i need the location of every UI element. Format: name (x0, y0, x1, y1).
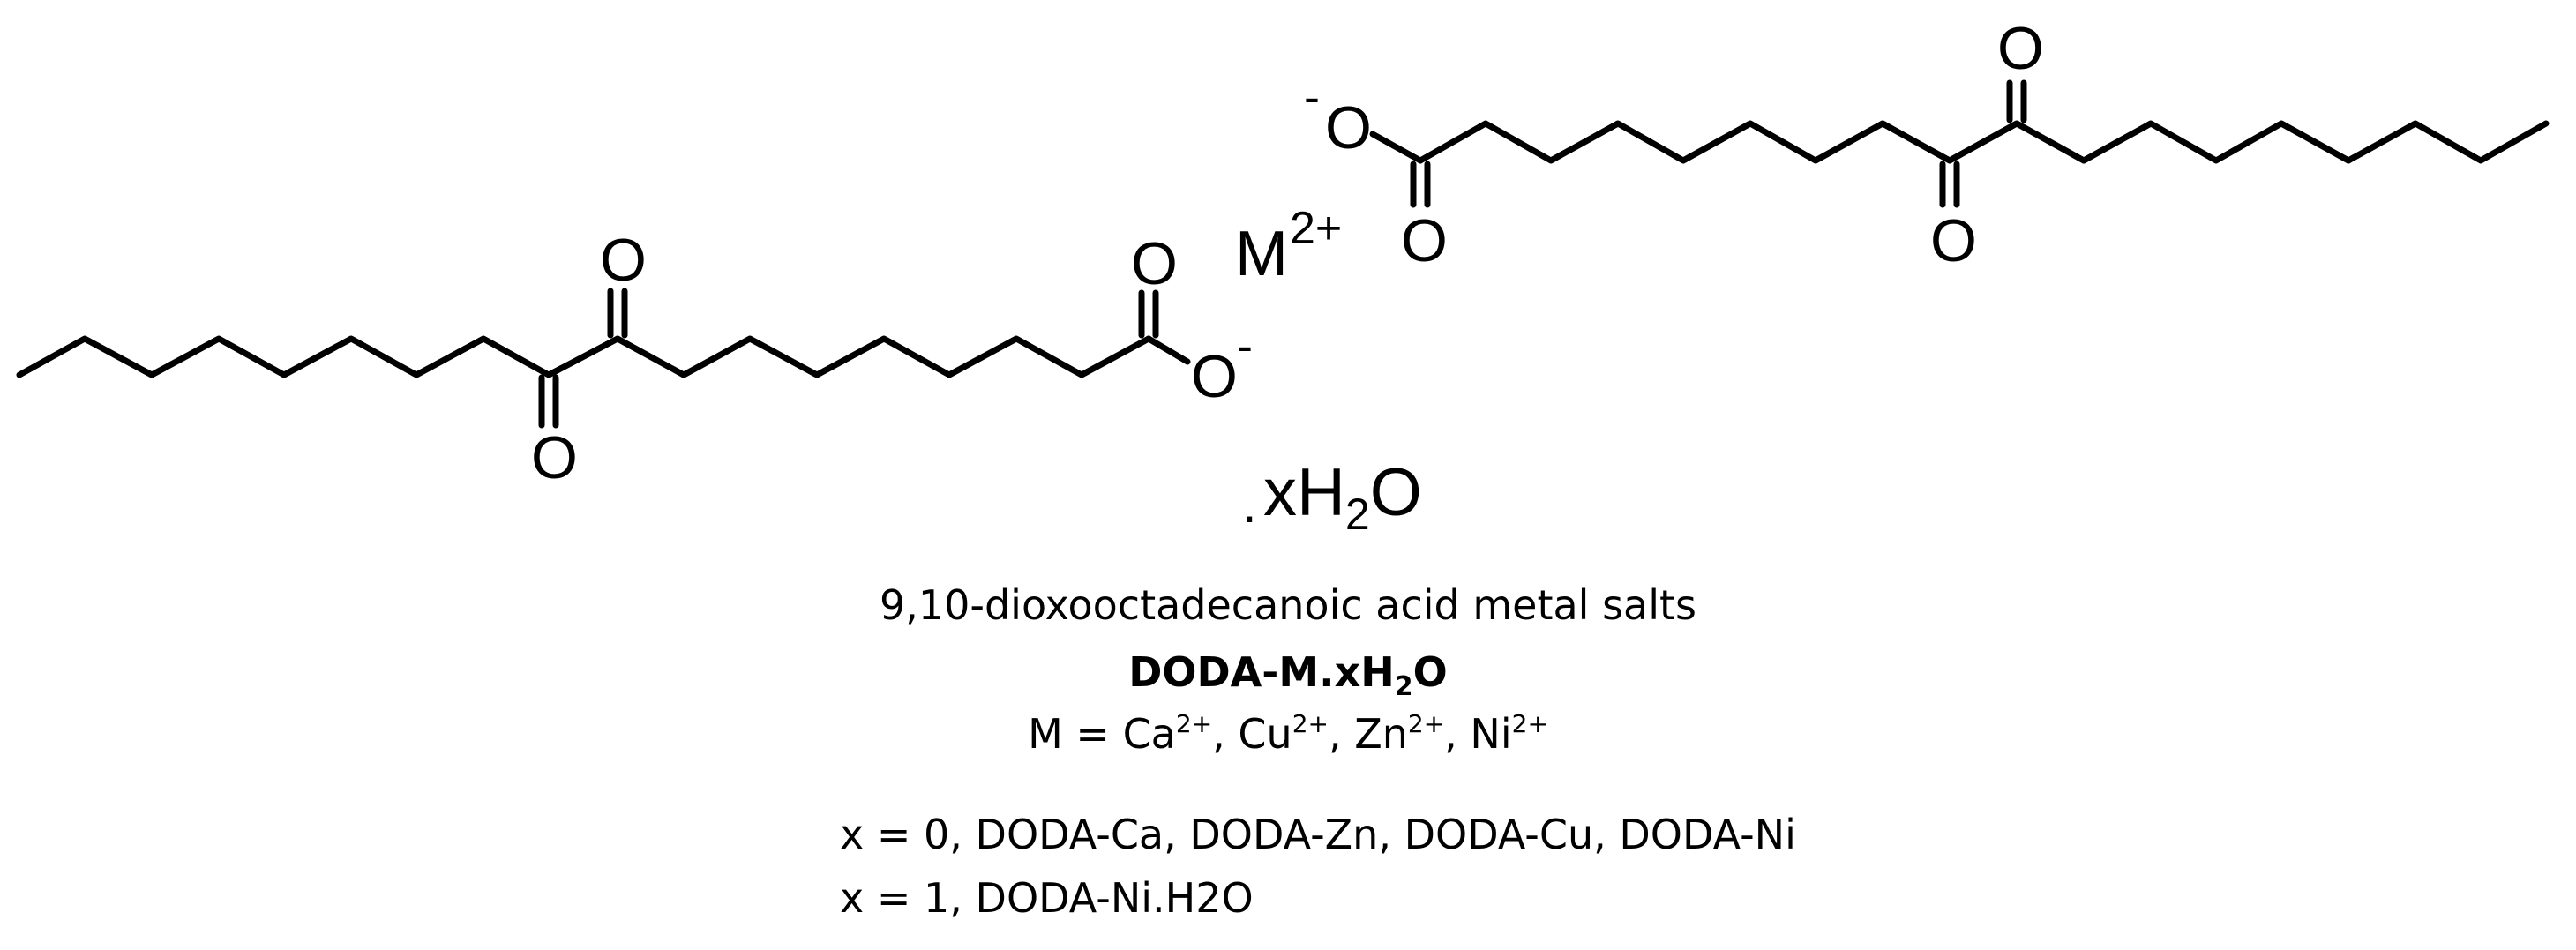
hydrate-subscript: 2 (1345, 490, 1370, 539)
right-carboxylate-charge: - (1304, 71, 1320, 123)
metal-list-sep-3: , (1444, 710, 1470, 758)
metal-list-sep-2: , (1329, 710, 1354, 758)
caption-compound-name: 9,10-dioxooctadecanoic acid metal salts (880, 581, 1696, 629)
hydrate-prefix: xH (1263, 455, 1345, 530)
metal-list-cu-charge: 2+ (1292, 709, 1329, 738)
metal-charge: 2+ (1290, 203, 1342, 254)
left-ketone-1-oxygen: O (531, 424, 578, 491)
metal-cation: M 2+ (1235, 203, 1342, 289)
right-carboxyl-oxygen: O (1401, 207, 1448, 274)
left-carbon-chain (16, 335, 1152, 378)
left-dioxooctadecanoate-anion: O O O O - (16, 227, 1253, 491)
left-carboxylate-oxygen: O (1191, 343, 1238, 410)
hydrate-dot: . (1242, 475, 1257, 534)
metal-list-ni-charge: 2+ (1512, 709, 1548, 738)
metal-list-sep-1: , (1212, 710, 1238, 758)
left-ketone-2-oxygen: O (600, 227, 647, 294)
caption-hydration-x1: x = 1, DODA-Ni.H2O (840, 874, 1254, 922)
caption-formula: DODA-M.xH2O (1128, 648, 1448, 702)
metal-list-ca-charge: 2+ (1176, 709, 1212, 738)
caption-hydration-x0: x = 0, DODA-Ca, DODA-Zn, DODA-Cu, DODA-N… (840, 811, 1796, 858)
left-carboxylate-single-bond (1145, 335, 1191, 365)
left-carboxylate-charge: - (1237, 319, 1253, 372)
left-carboxyl-oxygen: O (1131, 230, 1178, 297)
caption-formula-subscript: 2 (1395, 671, 1413, 702)
right-dioxooctadecanoate-anion: - O O O O (1304, 15, 2550, 274)
caption: 9,10-dioxooctadecanoic acid metal salts … (840, 581, 1796, 922)
hydrate-suffix: O (1370, 455, 1422, 530)
metal-symbol: M (1235, 219, 1288, 289)
right-carbon-chain (1417, 120, 2550, 164)
metal-list-ca: Ca (1123, 710, 1176, 758)
right-carboxylate-oxygen: O (1325, 94, 1372, 161)
metal-list-cu: Cu (1238, 710, 1292, 758)
metal-list-zn: Zn (1354, 710, 1408, 758)
right-carboxylate-single-bond (1369, 131, 1424, 164)
right-ketone-2-oxygen: O (1997, 15, 2044, 82)
caption-metal-list: M = Ca2+, Cu2+, Zn2+, Ni2+ (1028, 709, 1548, 758)
right-ketone-1-oxygen: O (1930, 207, 1977, 274)
hydrate-formula: xH2O (1263, 455, 1422, 539)
caption-formula-suffix: O (1413, 648, 1448, 696)
caption-formula-prefix: DODA-M.xH (1128, 648, 1395, 696)
metal-list-lead: M = (1028, 710, 1122, 758)
metal-list-ni: Ni (1470, 710, 1511, 758)
hydrate-label: . xH2O (1242, 455, 1422, 539)
metal-list-zn-charge: 2+ (1408, 709, 1444, 738)
